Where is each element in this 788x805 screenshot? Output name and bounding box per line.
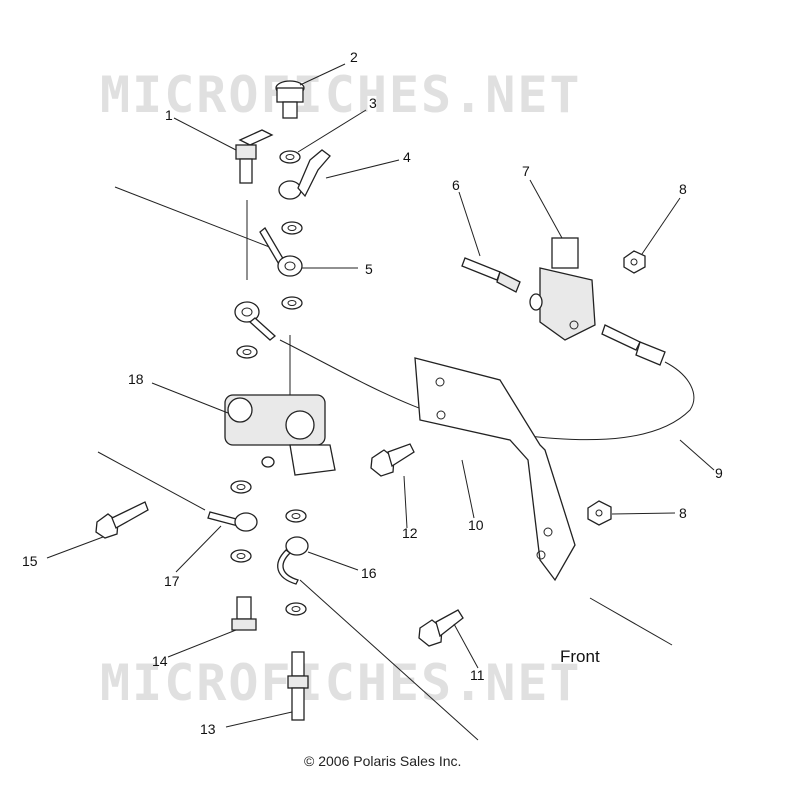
banjo-part-17 — [207, 511, 258, 532]
callout-18: 18 — [128, 371, 144, 387]
front-label: Front — [560, 647, 600, 666]
banjo-upper-left — [234, 301, 277, 341]
nut-part-8-upper — [623, 250, 646, 274]
copyright-text: © 2006 Polaris Sales Inc. — [304, 753, 461, 769]
callout-10: 10 — [468, 517, 484, 533]
bolt-cap-part-2 — [275, 80, 305, 119]
watermark-bottom: MICROFICHES.NET — [100, 654, 582, 712]
guide-line-front — [589, 597, 673, 646]
callout-7: 7 — [522, 163, 530, 179]
bolt-part-15 — [95, 501, 149, 539]
pressure-switch-part-1 — [235, 129, 274, 184]
hose-fitting-right — [601, 324, 666, 366]
callout-14: 14 — [152, 653, 168, 669]
guide-line-16 — [299, 579, 479, 741]
bracket-part-10 — [414, 357, 576, 582]
callout-2: 2 — [350, 49, 358, 65]
callout-12: 12 — [402, 525, 418, 541]
callout-8-upper: 8 — [679, 181, 687, 197]
banjo-hose-part-16 — [277, 536, 309, 585]
callout-16: 16 — [361, 565, 377, 581]
proportioning-valve-part-18 — [224, 394, 336, 476]
callout-6: 6 — [452, 177, 460, 193]
callout-9: 9 — [715, 465, 723, 481]
washers — [230, 150, 307, 616]
bleeder-part-14 — [231, 596, 257, 631]
callout-8-lower: 8 — [679, 505, 687, 521]
fitting-part-13 — [287, 651, 309, 721]
guide-line-5 — [114, 186, 273, 249]
valve-block-part-7 — [529, 237, 596, 341]
callout-17: 17 — [164, 573, 180, 589]
watermark-top: MICROFICHES.NET — [100, 66, 582, 124]
nut-part-8-lower — [587, 500, 612, 526]
callout-numbers: 1 2 3 4 5 6 7 8 9 10 11 12 13 14 15 16 1… — [22, 49, 723, 737]
bolt-part-12 — [370, 443, 415, 477]
hose-fitting-part-6 — [461, 257, 521, 293]
banjo-part-5 — [259, 227, 303, 277]
banjo-fitting-part-4 — [278, 149, 331, 200]
callout-13: 13 — [200, 721, 216, 737]
callout-4: 4 — [403, 149, 411, 165]
callout-3: 3 — [369, 95, 377, 111]
leader-lines — [46, 63, 715, 728]
bolt-part-11 — [418, 609, 464, 647]
guide-line-17 — [97, 451, 206, 511]
callout-5: 5 — [365, 261, 373, 277]
callout-11: 11 — [470, 667, 485, 683]
brake-line-9 — [279, 339, 695, 441]
callout-1: 1 — [165, 107, 173, 123]
callout-15: 15 — [22, 553, 38, 569]
